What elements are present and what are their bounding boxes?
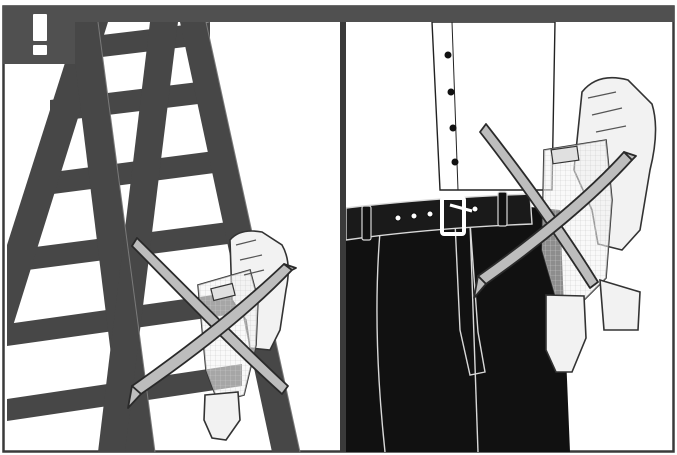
panel-divider — [340, 22, 346, 452]
shirt — [432, 22, 555, 190]
header-bar — [3, 6, 674, 22]
exclamation-icon — [33, 14, 47, 55]
warning-badge — [3, 6, 75, 64]
